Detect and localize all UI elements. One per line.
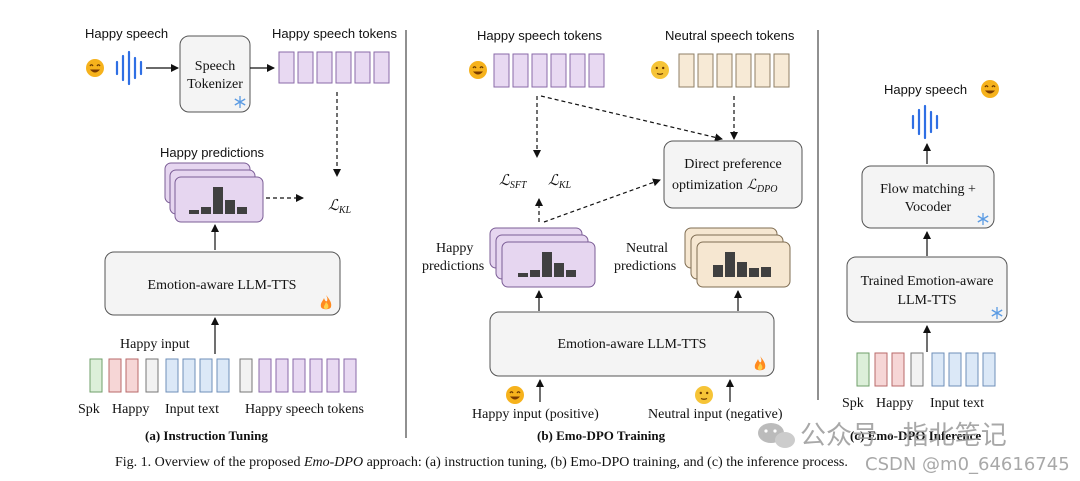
waveform-icon (911, 104, 939, 140)
speech-tokenizer-box (179, 35, 251, 113)
happy-label-c: Happy (876, 396, 913, 411)
happy-predictions-label: Happy predictions (160, 145, 265, 160)
happy-token-row (278, 51, 390, 84)
sft-loss-label: ℒSFT (499, 173, 528, 191)
llm-tts-box-a (104, 251, 341, 316)
happy-emoji-icon (85, 58, 105, 78)
happy-label-a: Happy (112, 402, 149, 417)
neutral-speech-tokens-label: Neutral speech tokens (665, 28, 795, 43)
happy-prediction-cards-b (489, 227, 596, 288)
happy-speech-label: Happy speech (85, 26, 168, 41)
spk-label-a: Spk (78, 402, 100, 417)
caption-b: (b) Emo-DPO Training (537, 428, 666, 443)
kl-loss-label: ℒKL (328, 198, 351, 216)
llm-tts-box-b (489, 311, 775, 377)
trained-llm-tts-box (846, 256, 1008, 323)
happy-emoji-icon (505, 385, 525, 405)
trained-line2: LLM-TTS (897, 293, 956, 308)
input-text-label-c: Input text (930, 396, 984, 411)
panel-emo-dpo-inference: Happy speech Flow matching + Vocoder Tra… (842, 79, 1008, 443)
spk-label-c: Spk (842, 396, 864, 411)
dpo-box (663, 140, 803, 209)
waveform-icon (115, 50, 143, 86)
neutral-token-row (678, 53, 790, 88)
neutral-prediction-cards (684, 227, 791, 288)
happy-prediction-cards (164, 162, 264, 223)
input-token-row-a (89, 358, 357, 393)
happy-predictions-line2: predictions (422, 259, 484, 274)
watermark-id: CSDN @m0_64616745 (865, 454, 1070, 475)
happy-input-label: Happy input (120, 337, 190, 352)
neutral-input-negative-label: Neutral input (negative) (648, 407, 783, 422)
watermark: 公众号 · 指北笔记 CSDN @m0_64616745 (758, 421, 1070, 475)
input-token-row-c (856, 352, 996, 387)
happy-speech-tokens-bottom-label: Happy speech tokens (245, 402, 364, 417)
watermark-cn: 公众号 · 指北笔记 (800, 421, 1007, 451)
happy-emoji-icon (468, 60, 488, 80)
happy-speech-label-c: Happy speech (884, 82, 967, 97)
wechat-icon (758, 423, 795, 448)
happy-token-row-b (493, 53, 605, 88)
flow-line1: Flow matching + (880, 182, 976, 197)
happy-input-positive-label: Happy input (positive) (472, 407, 599, 422)
trained-line1: Trained Emotion-aware (861, 274, 994, 289)
llm-tts-label-a: Emotion-aware LLM-TTS (148, 278, 297, 293)
llm-tts-label-b: Emotion-aware LLM-TTS (558, 337, 707, 352)
figure-caption: Fig. 1. Overview of the proposed Emo-DPO… (115, 455, 848, 470)
flow-line2: Vocoder (905, 200, 952, 215)
flow-matching-vocoder-box (861, 165, 995, 229)
neutral-emoji-icon (650, 60, 670, 80)
tokenizer-line2: Tokenizer (187, 77, 243, 92)
happy-speech-tokens-label-b: Happy speech tokens (477, 28, 603, 43)
happy-predictions-line1: Happy (436, 241, 473, 256)
input-text-label-a: Input text (165, 402, 219, 417)
caption-c: (c) Emo-DPO Inference (850, 428, 981, 443)
kl-loss-label-b: ℒKL (548, 173, 571, 191)
tokenizer-line1: Speech (195, 59, 235, 74)
neutral-emoji-icon (694, 385, 714, 405)
happy-speech-tokens-label: Happy speech tokens (272, 26, 398, 41)
panel-emo-dpo-training: Happy speech tokens Neutral speech token… (422, 28, 803, 443)
neutral-predictions-line1: Neutral (626, 241, 668, 256)
dpo-line1: Direct preference (684, 157, 782, 172)
caption-a: (a) Instruction Tuning (145, 428, 268, 443)
neutral-predictions-line2: predictions (614, 259, 676, 274)
happy-emoji-icon (980, 79, 1000, 99)
panel-instruction-tuning: Happy speech Speech Tokenizer Happy spee… (78, 26, 398, 443)
